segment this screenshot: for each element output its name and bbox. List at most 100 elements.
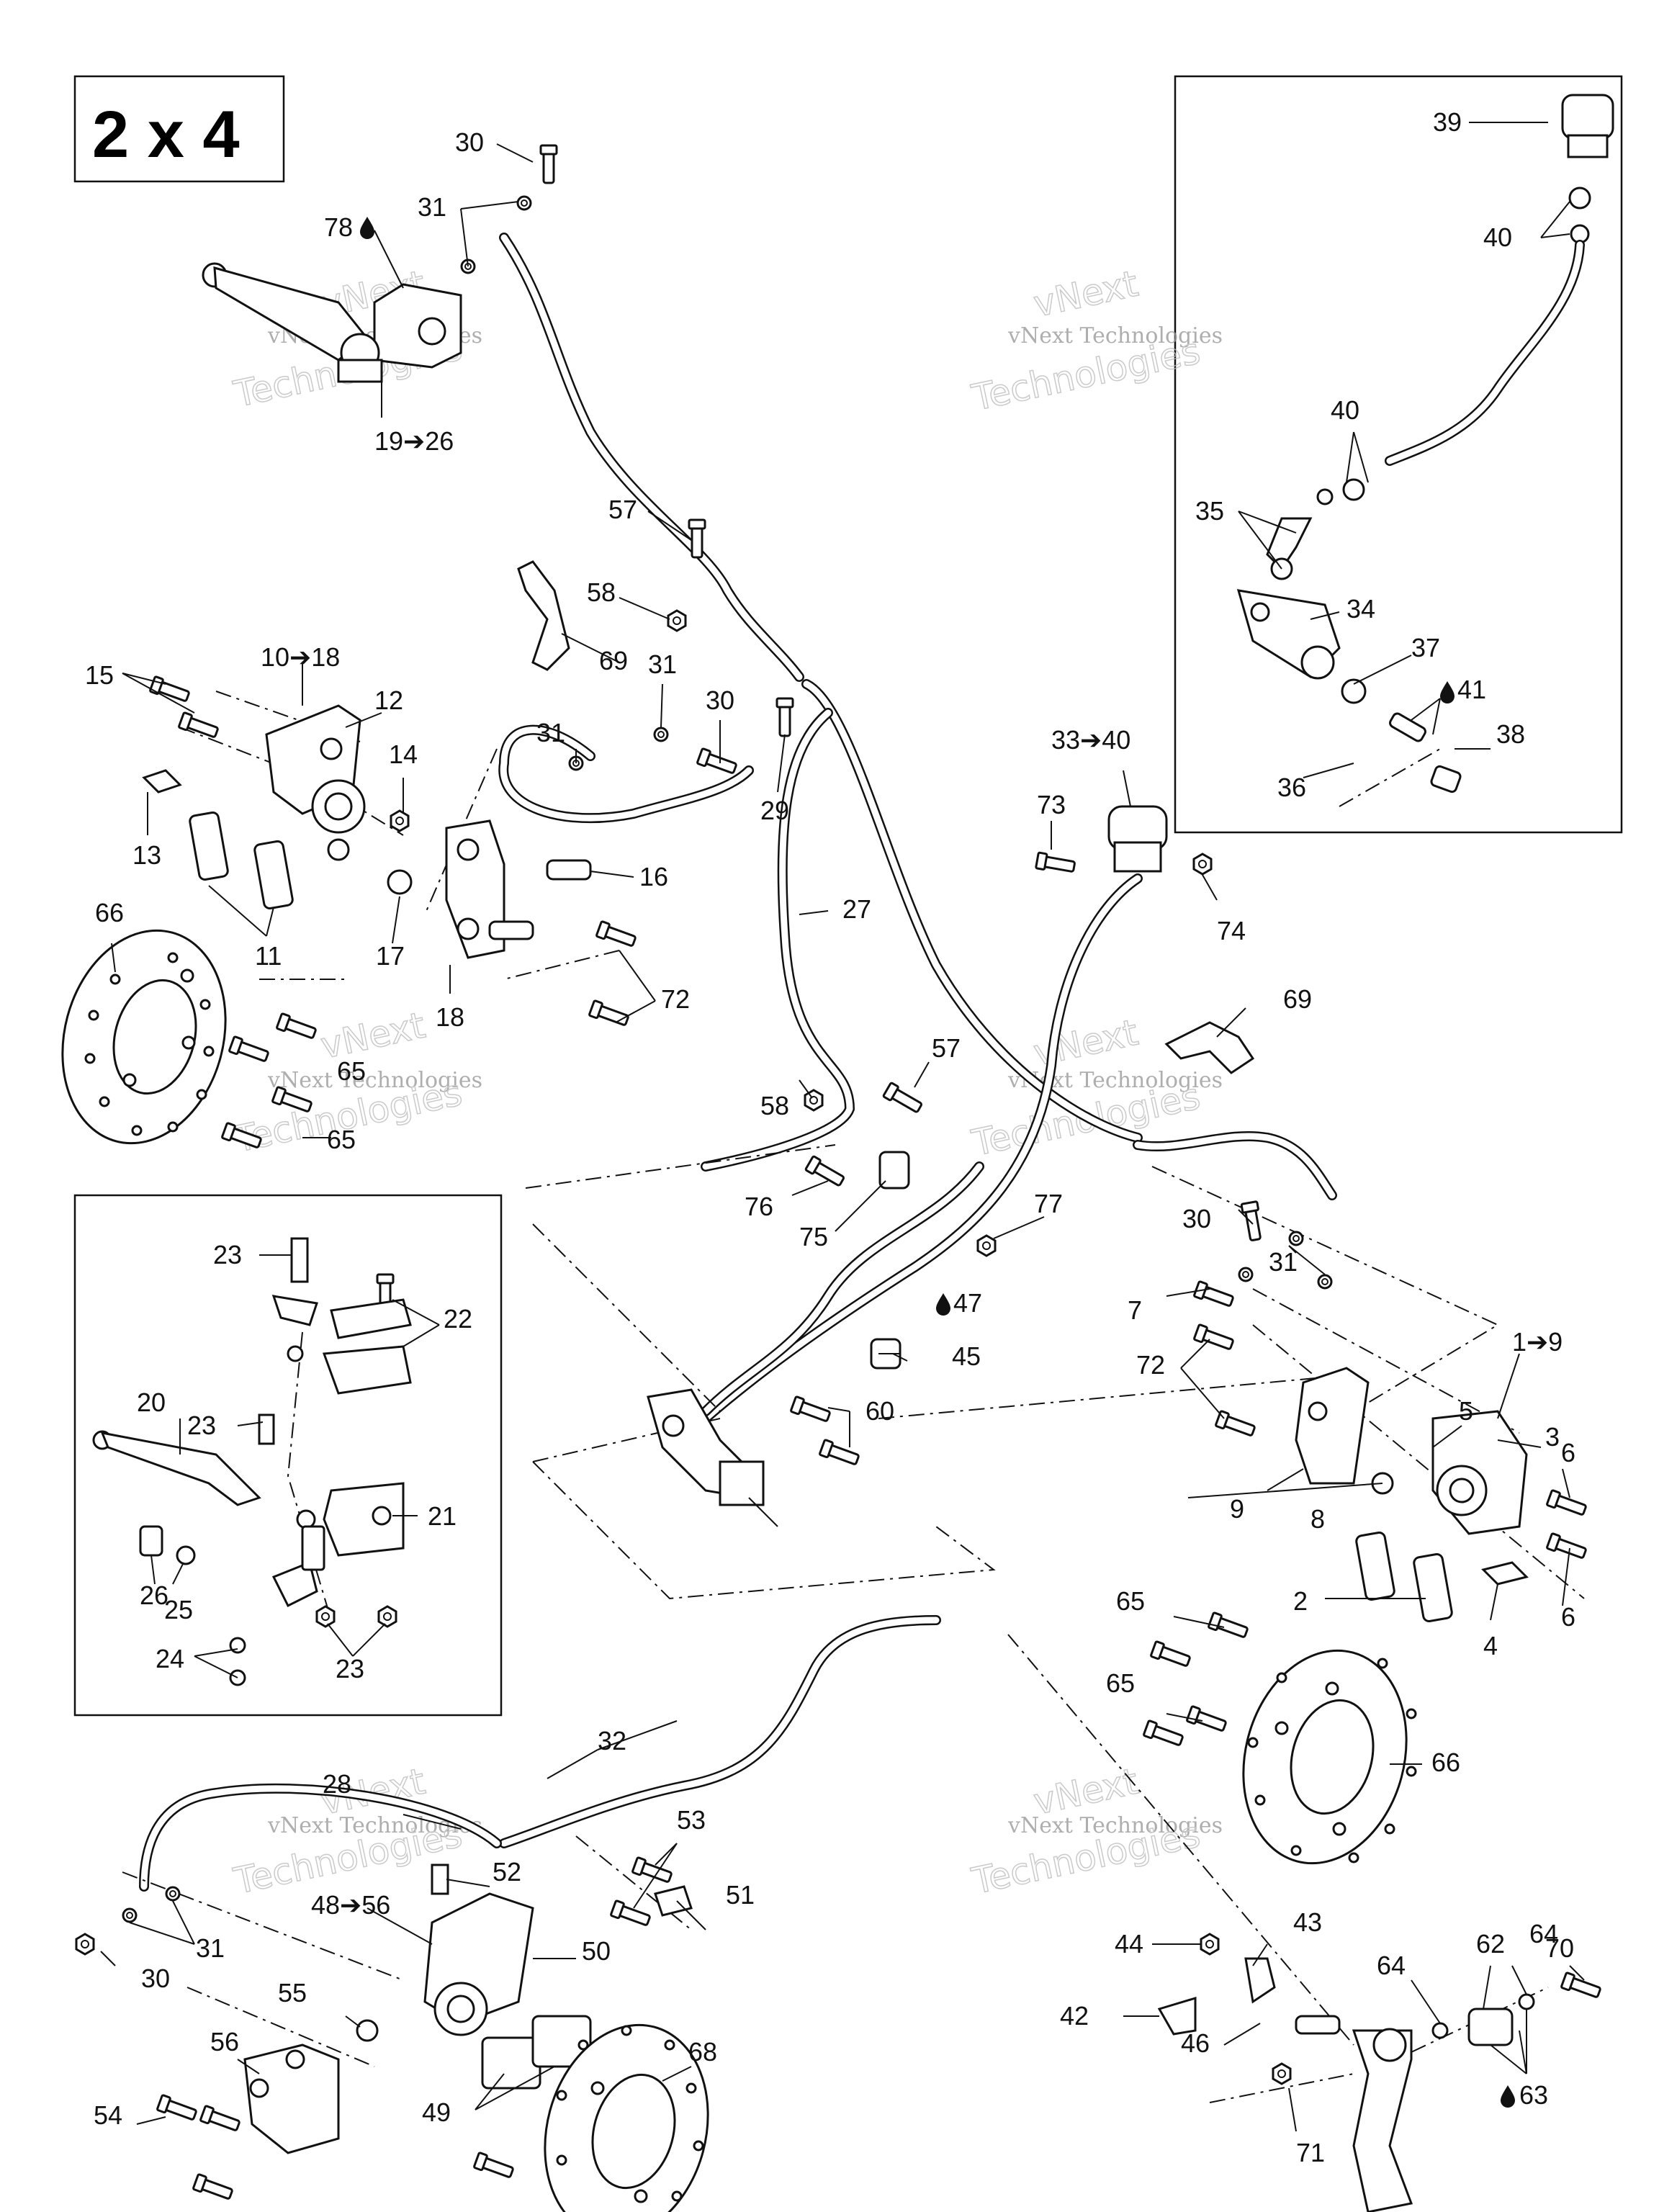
callout-65: 65 [337, 1056, 366, 1086]
callout-40: 40 [1331, 395, 1359, 425]
callout-76: 76 [745, 1192, 773, 1221]
callout-38: 38 [1496, 719, 1525, 749]
callout-64: 64 [1377, 1951, 1406, 1980]
callout-43: 43 [1293, 1907, 1322, 1937]
callout-22: 22 [444, 1304, 472, 1334]
assembly-lines [122, 691, 1585, 2103]
clip-nut [976, 1234, 997, 1257]
oil-drop-icon [1440, 681, 1455, 703]
callout-37: 37 [1411, 633, 1440, 662]
callout-13: 13 [132, 840, 161, 870]
line-clamp-bolt [775, 697, 794, 737]
callout-27: 27 [842, 894, 871, 924]
callout-34: 34 [1346, 594, 1375, 624]
callout-71: 71 [1296, 2138, 1325, 2167]
callout-17: 17 [376, 941, 405, 971]
bracket-nut [804, 1089, 824, 1112]
callout-30: 30 [706, 685, 734, 715]
callout-49: 49 [422, 2098, 451, 2127]
callout-53: 53 [677, 1805, 706, 1835]
callout-26: 26 [140, 1581, 168, 1610]
callout-31: 31 [418, 192, 446, 222]
callout-50: 50 [582, 1936, 611, 1966]
callout-20: 20 [137, 1388, 166, 1417]
master-cylinder-inset-parts [92, 1237, 412, 1686]
callout-68: 68 [688, 2037, 717, 2067]
callout-19-26: 19➔26 [374, 426, 454, 456]
svg-text:vNext Technologies: vNext Technologies [267, 1068, 482, 1093]
diagram-title: 2 x 4 [92, 98, 240, 171]
rear-brake-pedal [1157, 1933, 1603, 2212]
rear-reservoir [1035, 805, 1213, 876]
callout-7: 7 [1128, 1295, 1142, 1325]
callout-39: 39 [1433, 107, 1462, 137]
callout-66: 66 [95, 898, 124, 927]
callout-29: 29 [760, 796, 789, 825]
callout-65: 65 [1106, 1668, 1135, 1698]
svg-text:vNext: vNext [317, 1004, 428, 1067]
callout-30: 30 [1182, 1204, 1211, 1233]
callout-31: 31 [1269, 1247, 1298, 1277]
callout-31: 31 [536, 718, 565, 747]
front-right-brake-disc [1142, 1611, 1417, 1865]
callout-57: 57 [932, 1033, 961, 1063]
callout-77: 77 [1034, 1189, 1063, 1218]
line-bracket [517, 560, 570, 671]
callout-65: 65 [1116, 1586, 1145, 1616]
callout-62: 62 [1476, 1929, 1505, 1959]
callout-60: 60 [866, 1396, 894, 1426]
callout-6: 6 [1561, 1602, 1575, 1632]
banjo-bolt [539, 144, 558, 184]
callout-73: 73 [1037, 790, 1066, 819]
callout-1-9: 1➔9 [1512, 1327, 1563, 1357]
callout-56: 56 [210, 2027, 239, 2056]
front-left-caliper [142, 675, 638, 1030]
callout-24: 24 [156, 1644, 184, 1673]
callout-48-56: 48➔56 [311, 1890, 390, 1920]
callout-66: 66 [1431, 1748, 1460, 1777]
callout-72: 72 [1136, 1350, 1165, 1380]
svg-text:vNext Technologies: vNext Technologies [1007, 1813, 1223, 1838]
bracket-bolt [688, 518, 706, 559]
callout-18: 18 [436, 1002, 464, 1032]
sealing-washer [653, 727, 669, 742]
callout-55: 55 [278, 1978, 307, 2008]
bracket-bolt [882, 1081, 925, 1117]
callout-69: 69 [599, 646, 628, 675]
part-labels: 30 31 78 19➔26 57 58 69 31 30 31 29 10➔1… [85, 107, 1575, 2167]
callout-23: 23 [336, 1654, 364, 1683]
callout-3: 3 [1545, 1422, 1560, 1452]
front-brake-lever-assembly [202, 262, 462, 383]
callout-30: 30 [141, 1964, 170, 1993]
callout-15: 15 [85, 660, 114, 690]
svg-text:vNext Technologies: vNext Technologies [1007, 323, 1223, 349]
callout-42: 42 [1060, 2001, 1089, 2031]
callout-23: 23 [213, 1240, 242, 1269]
callout-74: 74 [1217, 916, 1246, 945]
callout-52: 52 [493, 1857, 521, 1887]
oil-drop-icon [1501, 2085, 1515, 2108]
callout-75: 75 [799, 1222, 828, 1251]
callout-23: 23 [187, 1411, 216, 1440]
master-cylinder-inset-box [73, 1194, 503, 1717]
rear-caliper [75, 1856, 693, 2203]
callout-32: 32 [598, 1726, 626, 1755]
callout-6: 6 [1561, 1438, 1575, 1467]
callout-47: 47 [953, 1288, 982, 1318]
callout-10-18: 10➔18 [261, 642, 340, 672]
front-left-brake-disc [61, 929, 318, 1152]
svg-text:vNext: vNext [1030, 263, 1141, 325]
callout-58: 58 [587, 577, 616, 607]
front-right-caliper [1192, 1200, 1588, 1623]
callout-78: 78 [324, 212, 353, 242]
callout-12: 12 [374, 685, 403, 715]
callout-64: 64 [1529, 1919, 1558, 1948]
callout-63: 63 [1519, 2080, 1548, 2110]
callout-54: 54 [94, 2100, 122, 2130]
brake-lines [139, 233, 1337, 1892]
watermark: vNext vNext Technologies Technologies vN… [230, 262, 1223, 1903]
callout-51: 51 [726, 1880, 755, 1910]
callout-33-40: 33➔40 [1051, 725, 1130, 755]
callout-11: 11 [255, 941, 282, 971]
